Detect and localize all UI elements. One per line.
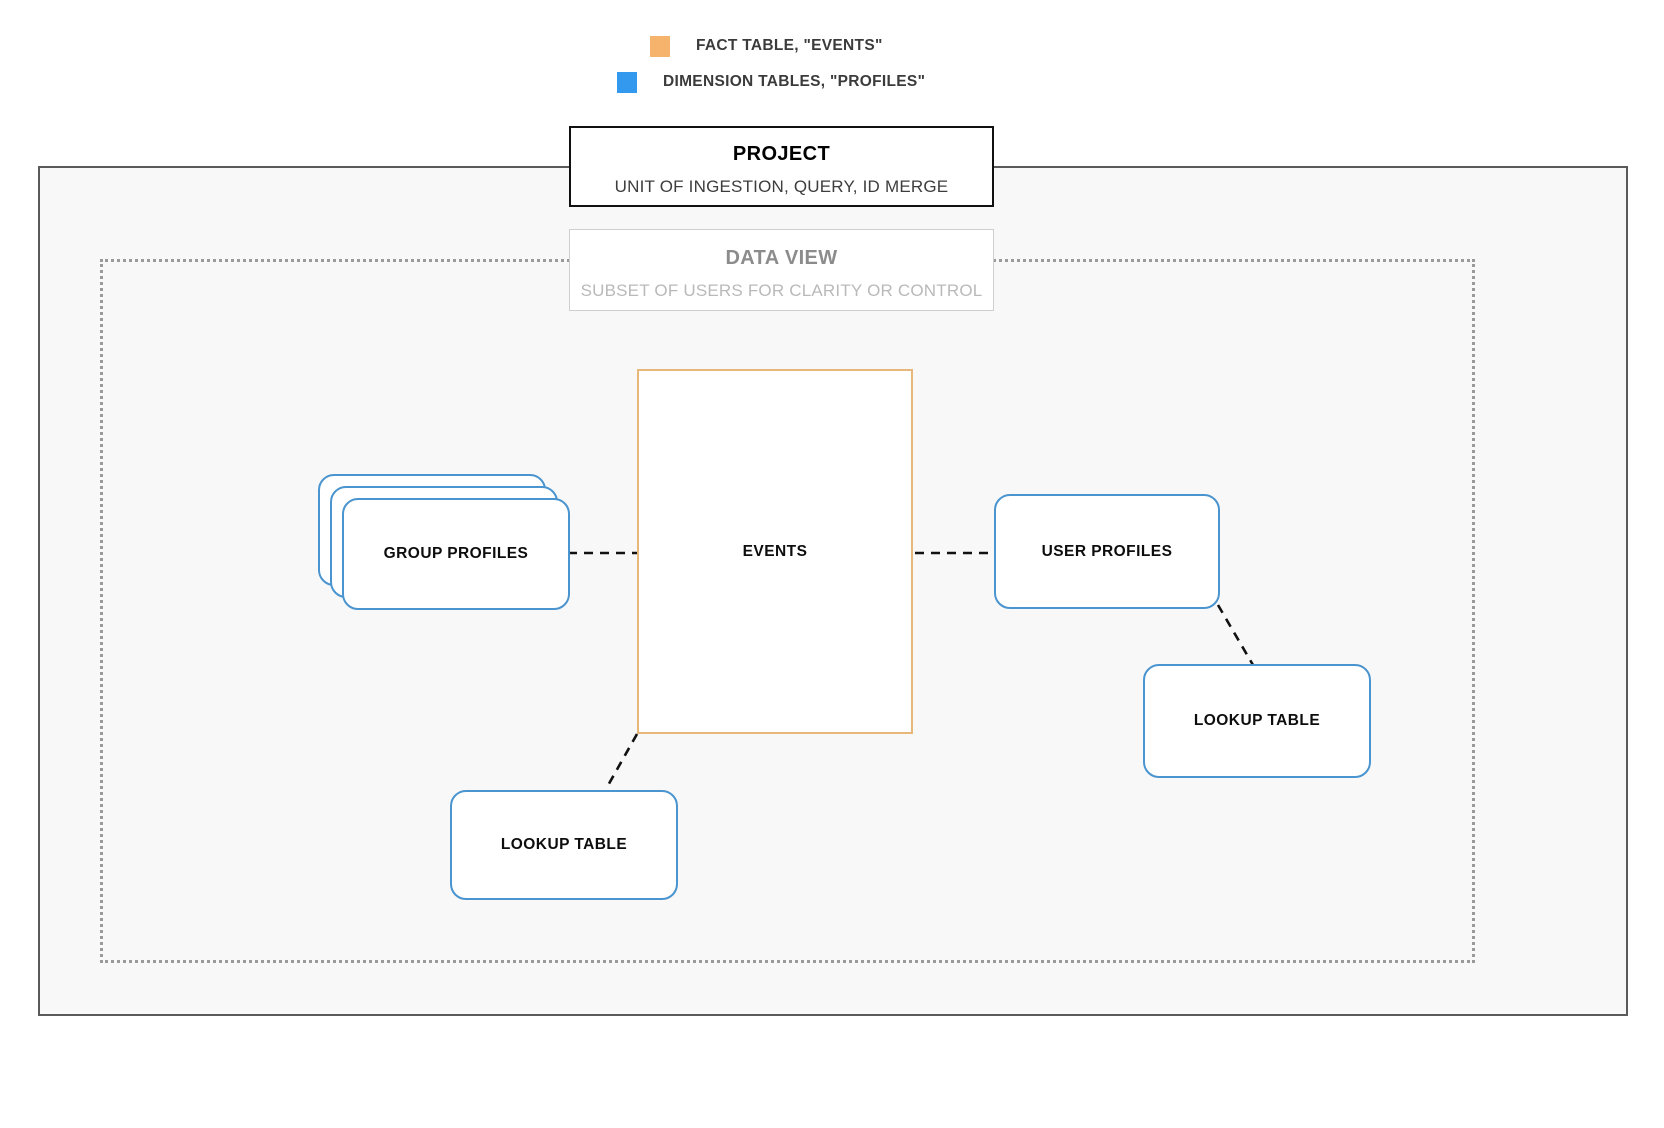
node-lookup-table-right[interactable]: LOOKUP TABLE [1143,664,1371,778]
project-subtitle: UNIT OF INGESTION, QUERY, ID MERGE [614,177,949,196]
group-profiles-card-front[interactable]: GROUP PROFILES [342,498,570,610]
data-view-subtitle: SUBSET OF USERS FOR CLARITY OR CONTROL [580,281,983,300]
node-group-profiles-label: GROUP PROFILES [383,545,529,562]
node-events[interactable]: EVENTS [637,369,913,734]
node-group-profiles[interactable]: GROUP PROFILES [318,474,570,610]
blue-square-swatch-icon [617,71,637,93]
node-user-profiles-label: USER PROFILES [1041,542,1173,560]
data-view-title: DATA VIEW [725,247,838,269]
legend-item-fact-table: FACT TABLE, "EVENTS" [0,28,1664,64]
node-lookup-table-left[interactable]: LOOKUP TABLE [450,790,678,900]
node-lookup-table-left-label: LOOKUP TABLE [500,836,628,853]
node-lookup-table-right-label: LOOKUP TABLE [1193,712,1321,729]
orange-square-swatch-icon [650,35,670,57]
legend-label-dimension-tables: DIMENSION TABLES, "PROFILES" [663,73,926,90]
legend-label-fact-table: FACT TABLE, "EVENTS" [696,37,883,54]
node-user-profiles[interactable]: USER PROFILES [994,494,1220,609]
legend-item-dimension-tables: DIMENSION TABLES, "PROFILES" [0,64,1664,100]
legend: FACT TABLE, "EVENTS" DIMENSION TABLES, "… [0,28,1664,100]
project-label-box: PROJECT UNIT OF INGESTION, QUERY, ID MER… [569,126,994,207]
data-view-label-box: DATA VIEW SUBSET OF USERS FOR CLARITY OR… [569,229,994,311]
node-events-label: EVENTS [742,542,808,560]
project-title: PROJECT [732,143,831,165]
